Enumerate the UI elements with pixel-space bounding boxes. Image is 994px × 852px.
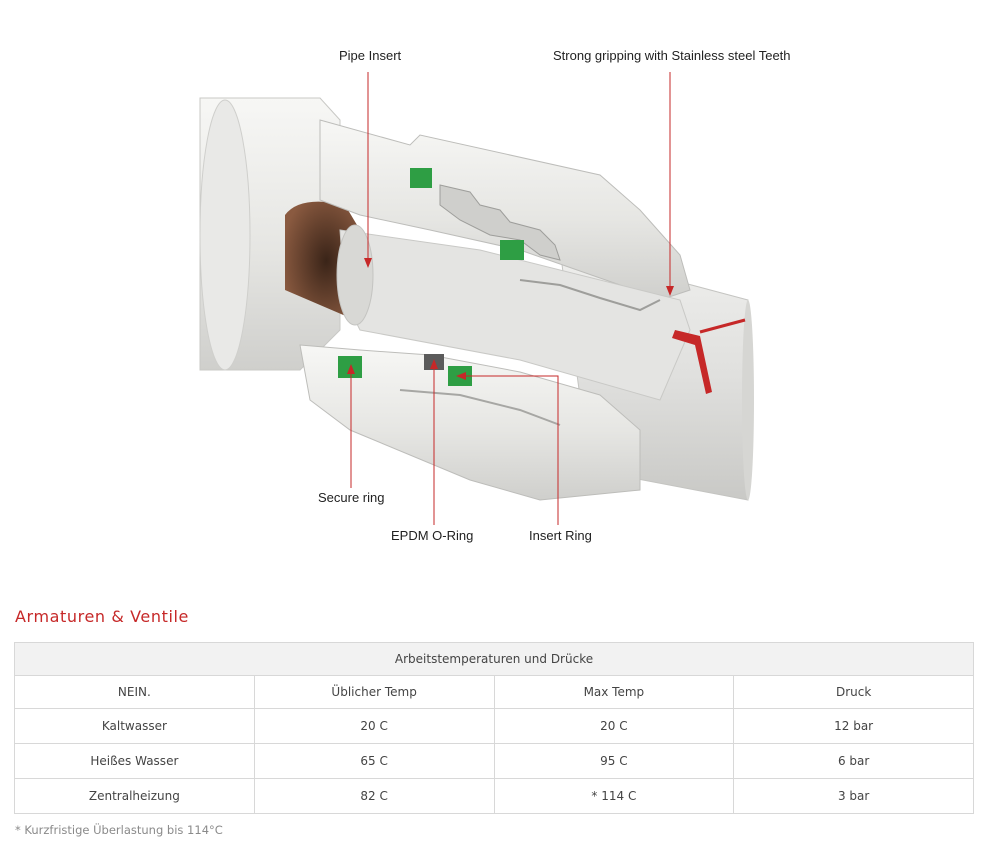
table-cell: 12 bar <box>733 708 974 744</box>
label-epdm-oring: EPDM O-Ring <box>391 528 474 543</box>
table-cell: Heißes Wasser <box>14 743 255 779</box>
table-cell: 65 C <box>253 743 495 779</box>
table-cell: 95 C <box>493 743 735 779</box>
fitting-shell-lower <box>299 344 641 501</box>
column-header: Üblicher Temp <box>253 675 495 709</box>
fitting-shell-upper <box>319 119 691 301</box>
fitting-illustration <box>199 72 754 525</box>
pipe-red-marking <box>672 330 712 394</box>
table-cell: 20 C <box>253 708 495 744</box>
table-caption-row: Arbeitstemperaturen und Drücke <box>14 642 974 676</box>
table-caption: Arbeitstemperaturen und Drücke <box>14 642 974 676</box>
table-cell: Kaltwasser <box>14 708 255 744</box>
table-cell: * 114 C <box>493 778 735 814</box>
temperature-pressure-table: Arbeitstemperaturen und Drücke NEIN. Übl… <box>14 642 974 814</box>
grip-teeth <box>439 184 561 261</box>
table-row: Zentralheizung 82 C * 114 C 3 bar <box>14 778 974 814</box>
table-cell: 20 C <box>493 708 735 744</box>
label-secure-ring: Secure ring <box>318 490 385 505</box>
label-stainless-teeth: Strong gripping with Stainless steel Tee… <box>553 48 791 63</box>
table-cell: Zentralheizung <box>14 778 255 814</box>
table-cell: 6 bar <box>733 743 974 779</box>
table-header-row: NEIN. Üblicher Temp Max Temp Druck <box>14 675 974 709</box>
leader-lines <box>350 72 671 525</box>
column-header: NEIN. <box>14 675 255 709</box>
seal-upper-right <box>500 240 524 260</box>
table-row: Kaltwasser 20 C 20 C 12 bar <box>14 708 974 744</box>
table-cell: 82 C <box>253 778 495 814</box>
table-cell: 3 bar <box>733 778 974 814</box>
column-header: Druck <box>733 675 974 709</box>
seal-upper-left <box>410 168 432 188</box>
column-header: Max Temp <box>493 675 735 709</box>
label-insert-ring: Insert Ring <box>529 528 592 543</box>
fitting-cross-section-diagram: Pipe Insert Strong gripping with Stainle… <box>199 48 791 543</box>
table-row: Heißes Wasser 65 C 95 C 6 bar <box>14 743 974 779</box>
section-title: Armaturen & Ventile <box>15 607 190 626</box>
leader-arrowheads <box>347 258 674 380</box>
label-pipe-insert: Pipe Insert <box>339 48 402 63</box>
footnote: * Kurzfristige Überlastung bis 114°C <box>15 823 223 837</box>
